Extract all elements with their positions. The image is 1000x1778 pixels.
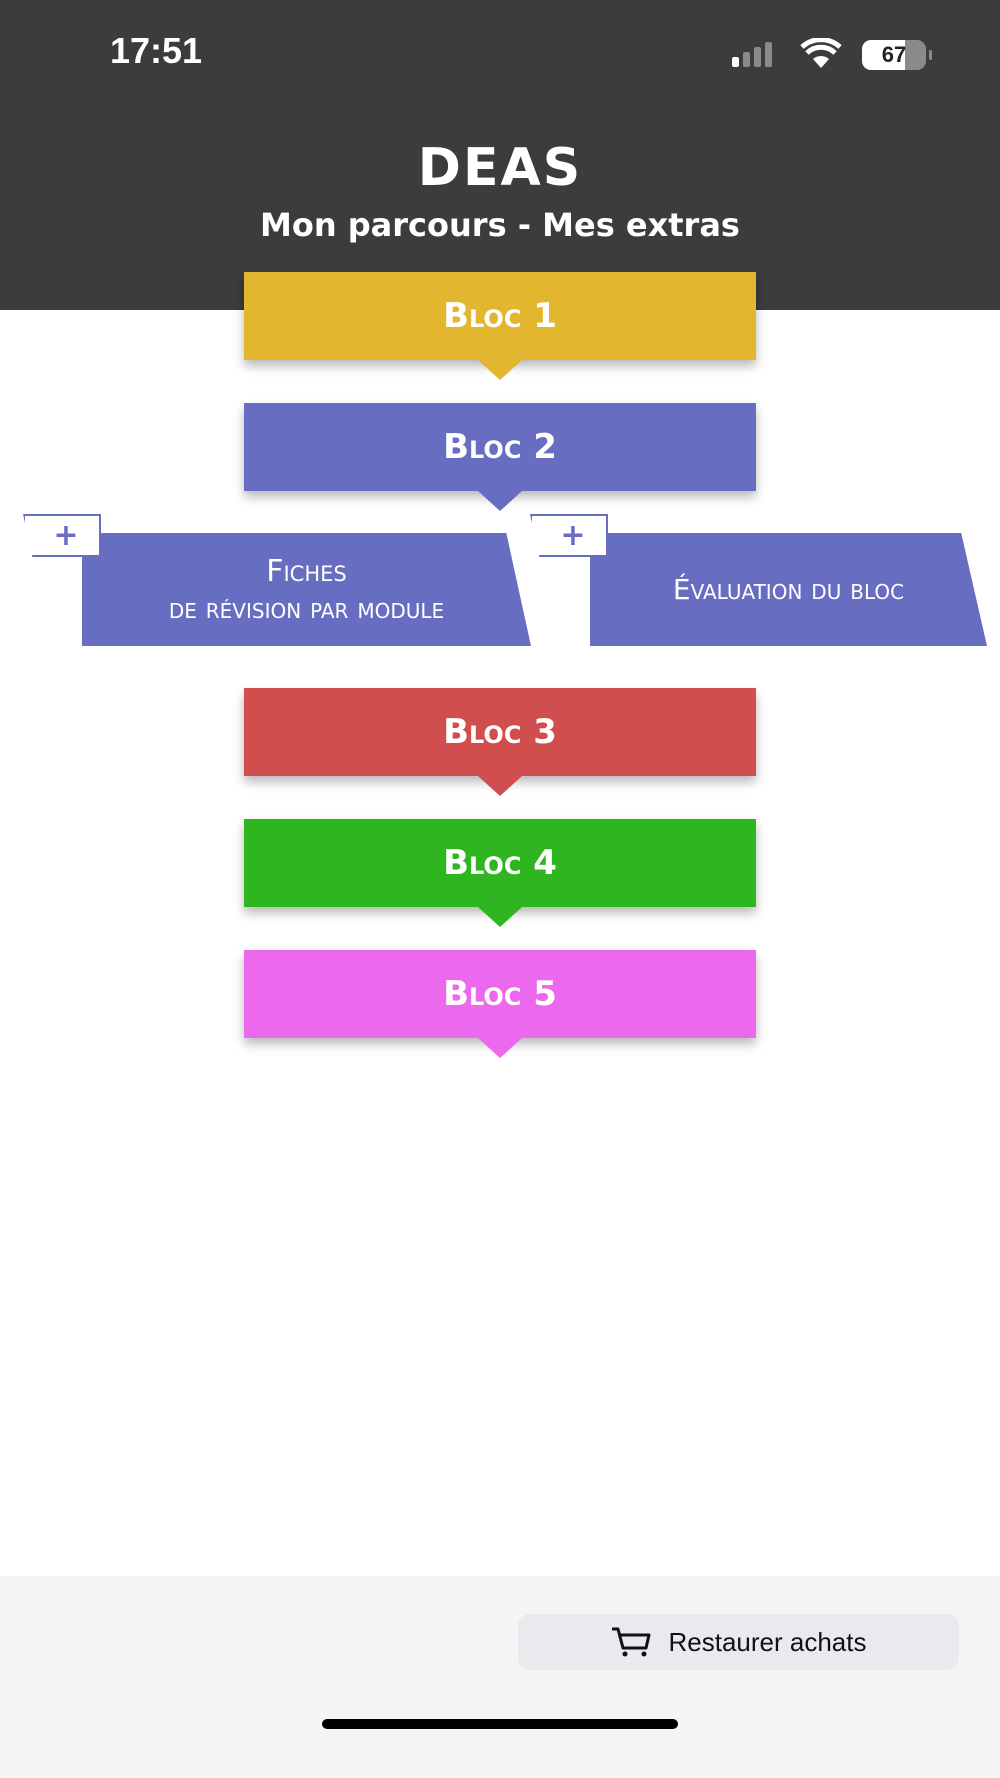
home-indicator[interactable] bbox=[322, 1719, 678, 1729]
bloc-1-button[interactable]: Bloc 1 bbox=[244, 272, 756, 380]
fiches-plus-button[interactable]: + bbox=[23, 514, 101, 557]
cart-icon bbox=[611, 1627, 650, 1657]
plus-icon: + bbox=[53, 518, 79, 553]
bloc-label: Bloc 4 bbox=[443, 843, 557, 883]
restore-purchases-button[interactable]: Restaurer achats bbox=[518, 1614, 959, 1670]
bloc-label: Bloc 3 bbox=[443, 712, 557, 752]
status-time: 17:51 bbox=[110, 30, 203, 71]
battery-icon: 67 bbox=[862, 40, 932, 70]
extra-title: Fiches bbox=[266, 554, 347, 590]
bloc-3-button[interactable]: Bloc 3 bbox=[244, 688, 756, 796]
bloc-2-button[interactable]: Bloc 2 bbox=[244, 403, 756, 511]
wifi-icon bbox=[800, 38, 842, 68]
page-subtitle: Mon parcours - Mes extras bbox=[260, 206, 740, 244]
bloc-label: Bloc 5 bbox=[443, 974, 557, 1014]
fiches-revision-button[interactable]: Fiches de révision par module bbox=[82, 533, 531, 646]
bloc-5-button[interactable]: Bloc 5 bbox=[244, 950, 756, 1058]
bloc-label: Bloc 2 bbox=[443, 427, 557, 467]
restore-label: Restaurer achats bbox=[668, 1626, 867, 1657]
bloc-4-button[interactable]: Bloc 4 bbox=[244, 819, 756, 927]
extra-subtitle: de révision par module bbox=[168, 591, 445, 625]
footer bbox=[0, 1576, 1000, 1778]
signal-icon bbox=[732, 42, 772, 67]
header: 17:51 67 DEAS Mon parcours - Mes extras bbox=[0, 0, 1000, 310]
extra-title: Évaluation du bloc bbox=[672, 573, 905, 606]
evaluation-bloc-button[interactable]: Évaluation du bloc bbox=[590, 533, 987, 646]
plus-icon: + bbox=[560, 518, 586, 553]
page-title: DEAS bbox=[417, 138, 583, 198]
bloc-label: Bloc 1 bbox=[443, 296, 557, 336]
evaluation-plus-button[interactable]: + bbox=[530, 514, 608, 557]
